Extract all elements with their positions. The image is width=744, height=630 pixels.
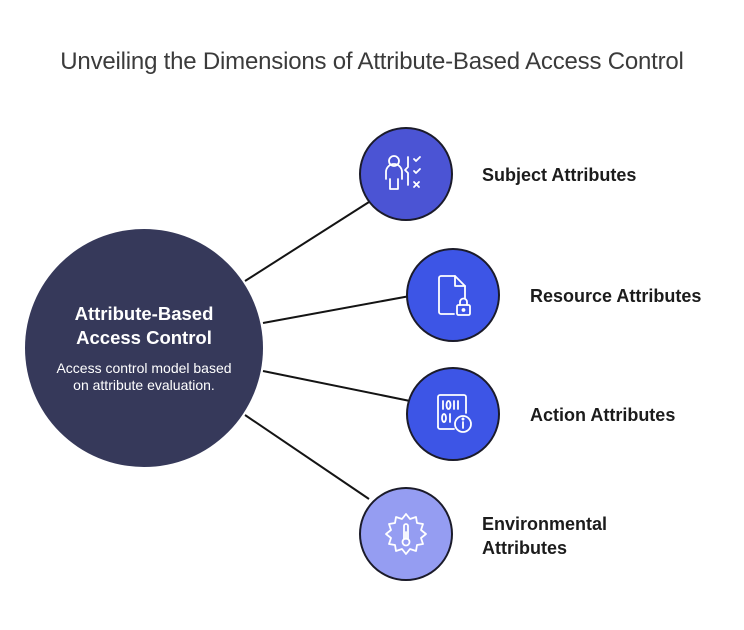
connector-environmental	[244, 414, 370, 500]
subject-attributes-label: Subject Attributes	[482, 165, 637, 185]
diagram-title: Unveiling the Dimensions of Attribute-Ba…	[60, 48, 684, 75]
environmental-attributes-text: Environmental Attributes	[482, 514, 608, 558]
document-lock-icon	[438, 275, 471, 316]
action-attributes-node	[406, 367, 500, 461]
hub-description: Access control model based on attribute …	[56, 360, 232, 393]
action-attributes-label: Action Attributes	[530, 405, 676, 425]
person-checklist-icon	[385, 155, 421, 190]
subject-attributes-node	[359, 127, 453, 221]
connector-subject	[244, 201, 370, 282]
environmental-attributes-node	[359, 487, 453, 581]
connector-action	[262, 370, 411, 402]
hub-title: Attribute-Based Access Control	[74, 303, 214, 348]
abac-hub: Attribute-Based Access Control Access co…	[25, 229, 263, 467]
resource-attributes-node	[406, 248, 500, 342]
thermometer-gear-icon	[385, 513, 427, 555]
environmental-attributes-label: Environmental Attributes	[482, 512, 632, 560]
binary-info-icon	[437, 394, 472, 433]
connector-resource	[262, 295, 411, 324]
resource-attributes-label: Resource Attributes	[530, 286, 702, 306]
